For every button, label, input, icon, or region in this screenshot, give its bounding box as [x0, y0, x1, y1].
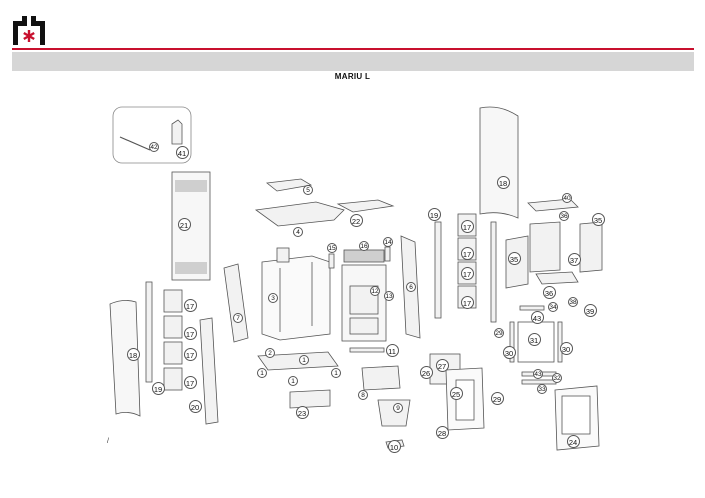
callout-label: 12 [370, 286, 380, 296]
side-panel-20 [199, 317, 219, 425]
callout-label: 13 [384, 291, 394, 301]
callout-label: 25 [449, 386, 463, 400]
callout-label: 29 [494, 328, 504, 338]
callout-label: 22 [349, 213, 363, 227]
callout-label: 7 [233, 313, 243, 323]
callout-label: 2 [265, 348, 275, 358]
brand-logo [13, 16, 45, 45]
callout-label: 1 [288, 376, 298, 386]
callout-label: 32 [552, 373, 562, 383]
back-plate-36 [529, 221, 561, 273]
header-accent-line [12, 48, 694, 50]
side-plate-35b [579, 221, 603, 273]
top-cover-22 [336, 199, 395, 213]
callout-label: 15 [327, 243, 337, 253]
callout-label: 42 [149, 142, 159, 152]
glove-shape [171, 119, 183, 145]
stove-body [261, 255, 331, 341]
callout-label: 24 [566, 434, 580, 448]
ash-pan [289, 389, 331, 409]
panel-8 [361, 365, 401, 391]
callout-label: 34 [548, 302, 558, 312]
callout-label: 10 [387, 439, 401, 453]
bar-33 [521, 379, 557, 385]
top-cover-4 [254, 201, 345, 227]
callout-label: 41 [175, 145, 189, 159]
callout-label: 39 [583, 303, 597, 317]
callout-label: 1 [331, 368, 341, 378]
callout-label: 31 [527, 332, 541, 346]
callout-label: 14 [383, 237, 393, 247]
callout-label: 3 [268, 293, 278, 303]
callout-label: 29 [490, 391, 504, 405]
callout-label: 36 [542, 285, 556, 299]
callout-label: 36 [559, 211, 569, 221]
callout-label: 17 [460, 246, 474, 260]
callout-label: 17 [183, 375, 197, 389]
callout-label: 30 [502, 345, 516, 359]
callout-label: 28 [435, 425, 449, 439]
frame-34 [519, 305, 545, 311]
callout-label: 35 [507, 251, 521, 265]
grate-37 [535, 271, 579, 285]
callout-label: 19 [427, 207, 441, 221]
callout-label: 9 [393, 403, 403, 413]
side-panel-7 [223, 263, 249, 343]
callout-label: 33 [537, 384, 547, 394]
callout-label: 43 [533, 369, 543, 379]
side-panel-18 [479, 106, 519, 219]
scraper-tool [119, 136, 151, 151]
column-19 [434, 221, 442, 319]
accessory-box [112, 106, 192, 164]
callout-label: 16 [359, 241, 369, 251]
strip-11 [349, 347, 385, 353]
callout-label: 17 [183, 326, 197, 340]
callout-label: 18 [496, 175, 510, 189]
callout-label: 5 [303, 185, 313, 195]
callout-label: 40 [562, 193, 572, 203]
callout-label: 43 [530, 310, 544, 324]
callout-label: 38 [568, 297, 578, 307]
side-panel-18-left [109, 300, 141, 417]
base-plate [257, 351, 339, 371]
callout-label: 6 [406, 282, 416, 292]
callout-label: 17 [460, 295, 474, 309]
strip-29 [490, 221, 497, 323]
callout-label: 18 [126, 347, 140, 361]
callout-label: 19 [151, 381, 165, 395]
column-19-left [145, 281, 153, 383]
header-bar [12, 52, 694, 71]
bracket-15 [328, 253, 335, 269]
callout-label: 27 [435, 358, 449, 372]
side-30-right [557, 321, 563, 363]
callout-label: 4 [293, 227, 303, 237]
page-mark: / [107, 438, 109, 445]
callout-label: 17 [183, 347, 197, 361]
callout-label: 1 [257, 368, 267, 378]
callout-label: 11 [385, 343, 399, 357]
callout-label: 30 [559, 341, 573, 355]
callout-label: 20 [188, 399, 202, 413]
grille-16 [343, 249, 385, 263]
callout-label: 17 [460, 219, 474, 233]
bracket-14 [384, 246, 391, 262]
callout-label: 37 [567, 252, 581, 266]
callout-label: 23 [295, 405, 309, 419]
side-30-left [509, 321, 515, 363]
callout-label: 17 [183, 298, 197, 312]
callout-label: 8 [358, 390, 368, 400]
callout-label: 1 [299, 355, 309, 365]
diagram-title: MARIU L [334, 72, 371, 81]
callout-label: 35 [591, 212, 605, 226]
callout-label: 17 [460, 266, 474, 280]
callout-label: 21 [177, 217, 191, 231]
callout-label: 26 [419, 365, 433, 379]
